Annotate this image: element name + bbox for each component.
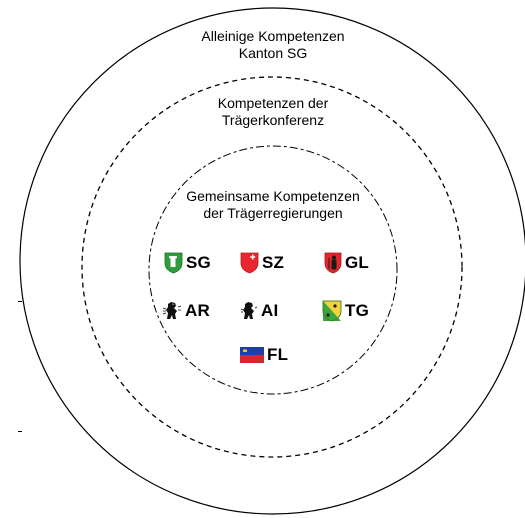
member-sg: SG (164, 252, 211, 274)
member-code: SG (186, 253, 211, 272)
inner-ring-label-line2: der Trägerregierungen (203, 205, 343, 221)
member-code: AI (261, 301, 279, 320)
outer-ring-label-line2: Kanton SG (238, 45, 308, 61)
st-gallen-crest-icon (164, 252, 183, 274)
inner-ring-label: Gemeinsame Kompetenzen der Trägerregieru… (163, 188, 383, 222)
member-code: FL (267, 345, 289, 364)
member-code: GL (345, 253, 370, 272)
member-fl: FL (240, 344, 288, 366)
glarus-crest-icon (324, 252, 342, 274)
member-tg: TG (322, 300, 369, 322)
middle-ring-label-line1: Kompetenzen der (217, 95, 329, 111)
outer-ring-label-line1: Alleinige Kompetenzen (201, 28, 345, 44)
member-ar: AR (162, 300, 210, 322)
member-code: SZ (262, 253, 285, 272)
schwyz-crest-icon (240, 252, 259, 274)
outer-ring (19, 7, 525, 515)
middle-ring-label: Kompetenzen der Trägerkonferenz (163, 95, 383, 129)
middle-ring (81, 76, 463, 458)
member-code: AR (185, 301, 210, 320)
member-ai: AI (240, 300, 278, 322)
inner-ring (148, 145, 398, 395)
edge-mark-bottom (18, 431, 22, 432)
member-code: TG (345, 301, 370, 320)
member-gl: GL (324, 252, 369, 274)
liechtenstein-flag-icon (240, 347, 264, 363)
outer-ring-label: Alleinige Kompetenzen Kanton SG (163, 28, 383, 62)
member-sz: SZ (240, 252, 284, 274)
thurgau-crest-icon (322, 300, 342, 322)
middle-ring-label-line2: Trägerkonferenz (221, 112, 325, 128)
edge-mark-top (18, 301, 22, 302)
appenzell-ausserrhoden-crest-icon (162, 302, 182, 319)
inner-ring-label-line1: Gemeinsame Kompetenzen (186, 188, 360, 204)
appenzell-innerrhoden-crest-icon (240, 302, 258, 319)
